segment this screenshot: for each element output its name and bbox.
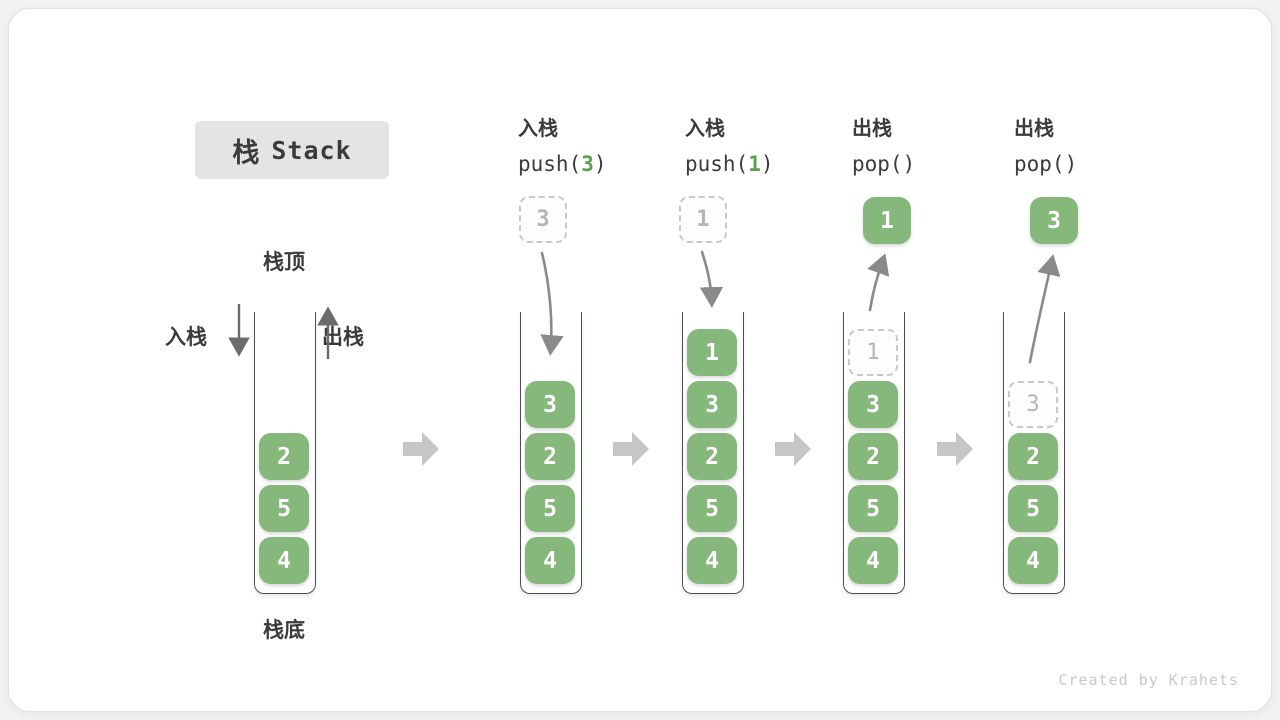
stack-value-box: 5 (1008, 485, 1058, 532)
transition-arrow (613, 432, 649, 466)
stack-value-box: 3 (848, 381, 898, 428)
code-post: ) (902, 152, 916, 176)
popped-slot-box: 1 (848, 329, 898, 376)
title-en: Stack (271, 135, 352, 165)
stack-container-after-push-3: 3 2 5 4 (520, 312, 582, 594)
stack-value-box: 3 (687, 381, 737, 428)
stack-value-box: 2 (1008, 433, 1058, 480)
code-post: ) (593, 152, 607, 176)
op-zh-label: 入栈 (685, 118, 725, 140)
op-zh-label: 入栈 (518, 118, 558, 140)
stack-value-box: 5 (259, 485, 309, 532)
code-arg: 3 (581, 152, 594, 176)
stack-value-box: 5 (525, 485, 575, 532)
stack-value-box: 5 (687, 485, 737, 532)
pop-1-curve-arrow (867, 253, 890, 312)
op-zh-label: 出栈 (852, 118, 892, 140)
stack-value-box: 2 (687, 433, 737, 480)
stack-value-box: 2 (848, 433, 898, 480)
stack-value-box: 3 (525, 381, 575, 428)
stack-container-initial: 2 5 4 (254, 312, 316, 594)
op-label-push-1: 入栈 push(1) (685, 117, 835, 177)
op-label-push-3: 入栈 push(3) (518, 117, 668, 177)
pop-direction-label: 出栈 (322, 326, 364, 349)
code-post: ) (760, 152, 774, 176)
incoming-value-box: 1 (679, 196, 727, 243)
watermark: Created by Krahets (1058, 671, 1239, 689)
code-post: ) (1064, 152, 1078, 176)
stack-container-after-pop-2: 3 2 5 4 (1003, 312, 1065, 594)
op-zh-label: 出栈 (1014, 118, 1054, 140)
stack-value-box: 4 (687, 537, 737, 584)
popped-slot-box: 3 (1008, 381, 1058, 428)
stack-top-label: 栈顶 (263, 251, 305, 274)
popped-value-box: 1 (863, 197, 911, 244)
arrow-layer (228, 250, 1061, 466)
op-label-pop-1: 出栈 pop() (852, 117, 1002, 177)
stack-value-box: 4 (1008, 537, 1058, 584)
code-arg: 1 (748, 152, 761, 176)
stack-container-after-push-1: 1 3 2 5 4 (682, 312, 744, 594)
code-pre: pop( (852, 152, 903, 176)
code-pre: push( (685, 152, 749, 176)
stack-value-box: 4 (848, 537, 898, 584)
stack-value-box: 2 (525, 433, 575, 480)
stack-container-after-pop-1: 1 3 2 5 4 (843, 312, 905, 594)
stack-value-box: 2 (259, 433, 309, 480)
stack-bottom-label: 栈底 (263, 619, 305, 642)
push-direction-label: 入栈 (165, 326, 207, 349)
diagram-card: 栈 Stack 入栈 push(3) 入栈 push(1) 出栈 pop() 出… (8, 8, 1272, 712)
stack-value-box: 4 (259, 537, 309, 584)
stack-value-box: 5 (848, 485, 898, 532)
stack-value-box: 1 (687, 329, 737, 376)
diagram-title-box: 栈 Stack (195, 121, 389, 179)
transition-arrow (775, 432, 811, 466)
stack-value-box: 4 (525, 537, 575, 584)
title-zh: 栈 (232, 137, 260, 168)
code-pre: pop( (1014, 152, 1065, 176)
transition-arrow (937, 432, 973, 466)
op-code-label: pop() (852, 151, 1002, 177)
incoming-value-box: 3 (519, 196, 567, 243)
transition-arrow (403, 432, 439, 466)
code-pre: push( (518, 152, 582, 176)
op-code-label: push(1) (685, 151, 835, 177)
op-code-label: pop() (1014, 151, 1164, 177)
push-1-curve-arrow (699, 250, 724, 308)
popped-value-box: 3 (1030, 197, 1078, 244)
op-label-pop-2: 出栈 pop() (1014, 117, 1164, 177)
op-code-label: push(3) (518, 151, 668, 177)
